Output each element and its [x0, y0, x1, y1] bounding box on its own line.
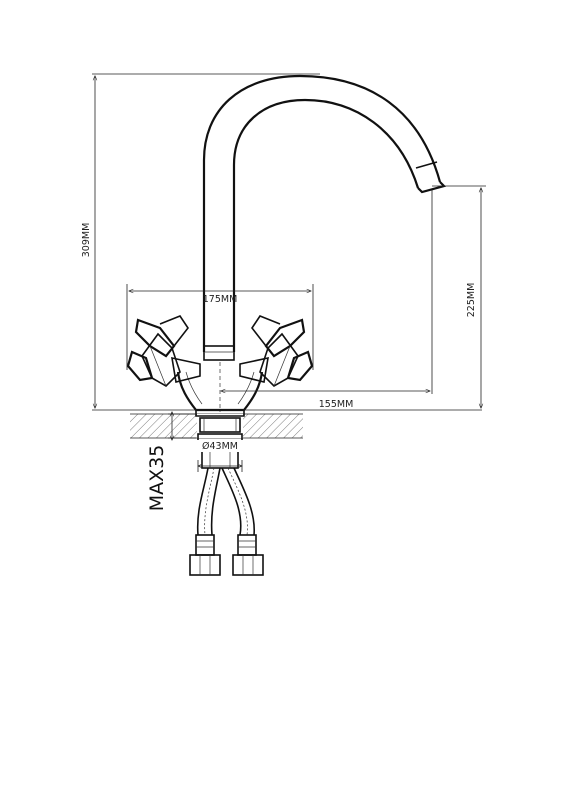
- spout-height-label: 225MM: [466, 283, 477, 318]
- dimension-total-height: 309MM: [81, 73, 482, 411]
- dimension-base-diameter: Ø43MM: [196, 440, 244, 472]
- dimension-max-thickness: MAX35: [146, 412, 196, 511]
- left-handle: [126, 315, 201, 387]
- base-diameter-label: Ø43MM: [202, 441, 238, 452]
- handle-span-label: 175MM: [203, 294, 238, 305]
- total-height-label: 309MM: [81, 223, 92, 258]
- flexible-hoses: [189, 467, 264, 576]
- spout-reach-label: 155MM: [319, 399, 354, 410]
- dimension-spout-reach: 155MM: [221, 190, 433, 410]
- dimension-handle-span: 175MM: [126, 284, 314, 370]
- max-thickness-label: MAX35: [146, 445, 168, 512]
- right-handle: [239, 315, 314, 387]
- spout: [202, 74, 447, 353]
- dimension-spout-height: 225MM: [432, 185, 486, 408]
- faucet-body: [176, 345, 264, 417]
